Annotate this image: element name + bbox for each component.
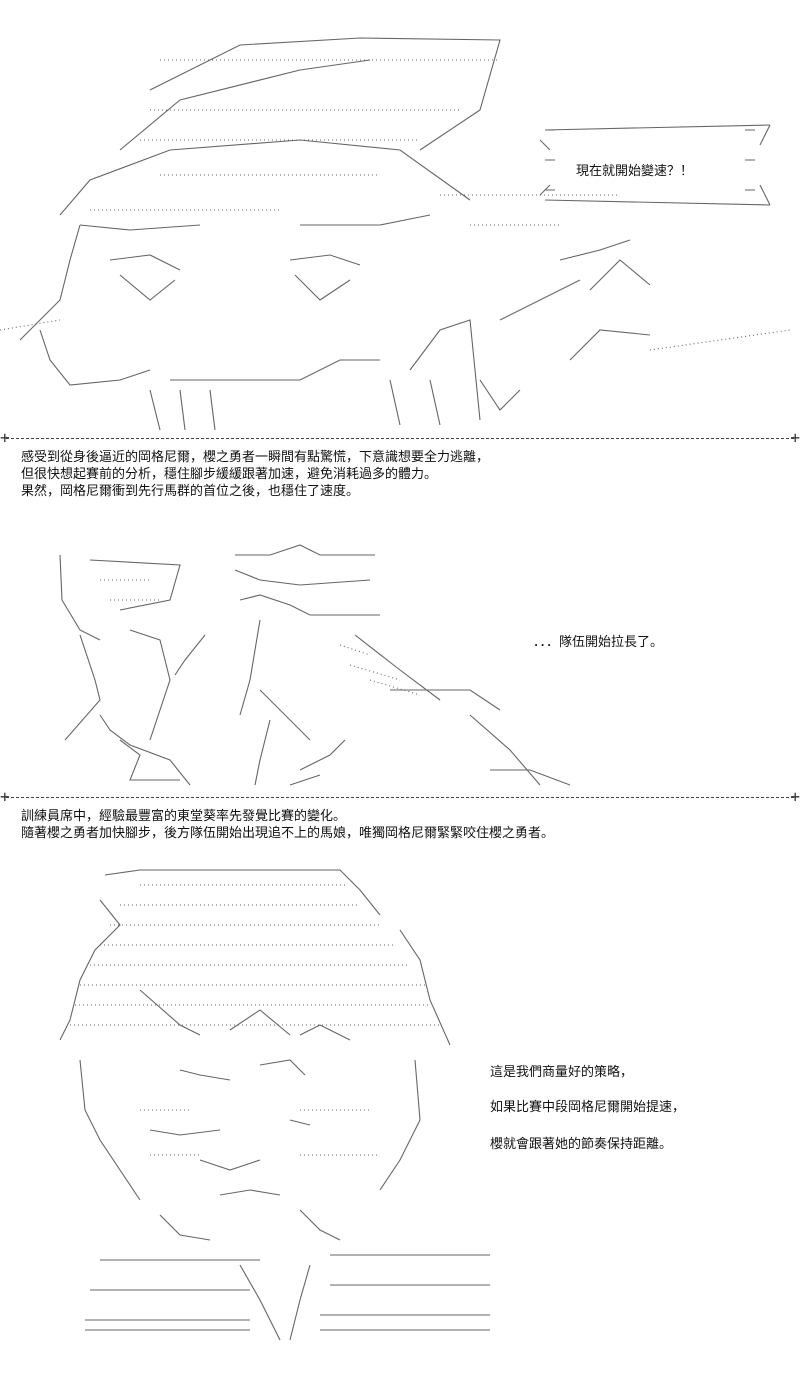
narration-line: 訓練員席中，經驗最豐富的東堂葵率先發覺比賽的變化。 <box>21 809 347 824</box>
panel-1: 現在就開始變速？！ <box>0 0 800 432</box>
panel-3-ascii-art <box>59 869 490 1341</box>
divider-rule <box>6 438 794 439</box>
panel-3-speech-line-2: 如果比賽中段岡格尼爾開始提速， <box>490 1100 686 1115</box>
narration-1: 感受到從身後逼近的岡格尼爾，櫻之勇者一瞬間有點驚慌，下意識想要全力逃離， 但很快… <box>21 449 791 500</box>
divider-rule <box>6 797 794 798</box>
divider-plus-icon: + <box>790 428 800 447</box>
divider-2: + + <box>0 787 800 806</box>
panel-3: 這是我們商量好的策略， 如果比賽中段岡格尼爾開始提速， 櫻就會跟著她的節奏保持距… <box>0 860 800 1386</box>
panel-2-speech: ．．．隊伍開始拉長了。 <box>533 635 664 650</box>
panel-2: ．．．隊伍開始拉長了。 <box>0 540 800 790</box>
panel-3-speech-line-1: 這是我們商量好的策略， <box>490 1065 634 1080</box>
panel-1-ascii-art <box>0 37 791 431</box>
panel-1-speech: 現在就開始變速？！ <box>576 164 694 179</box>
divider-plus-icon: + <box>0 428 10 447</box>
narration-line: 果然，岡格尼爾衝到先行馬群的首位之後，也穩住了速度。 <box>21 484 360 499</box>
panel-2-ascii-art <box>59 544 571 786</box>
narration-line: 隨著櫻之勇者加快腳步，後方隊伍開始出現追不上的馬娘，唯獨岡格尼爾緊緊咬住櫻之勇者… <box>21 826 555 841</box>
divider-plus-icon: + <box>790 787 800 806</box>
panel-3-speech-line-3: 櫻就會跟著她的節奏保持距離。 <box>490 1137 673 1152</box>
divider-plus-icon: + <box>0 787 10 806</box>
narration-2: 訓練員席中，經驗最豐富的東堂葵率先發覺比賽的變化。 隨著櫻之勇者加快腳步，後方隊… <box>21 808 791 842</box>
divider-1: + + <box>0 428 800 447</box>
narration-line: 感受到從身後逼近的岡格尼爾，櫻之勇者一瞬間有點驚慌，下意識想要全力逃離， <box>21 450 490 465</box>
narration-line: 但很快想起賽前的分析，穩住腳步緩緩跟著加速，避免消耗過多的體力。 <box>21 467 438 482</box>
